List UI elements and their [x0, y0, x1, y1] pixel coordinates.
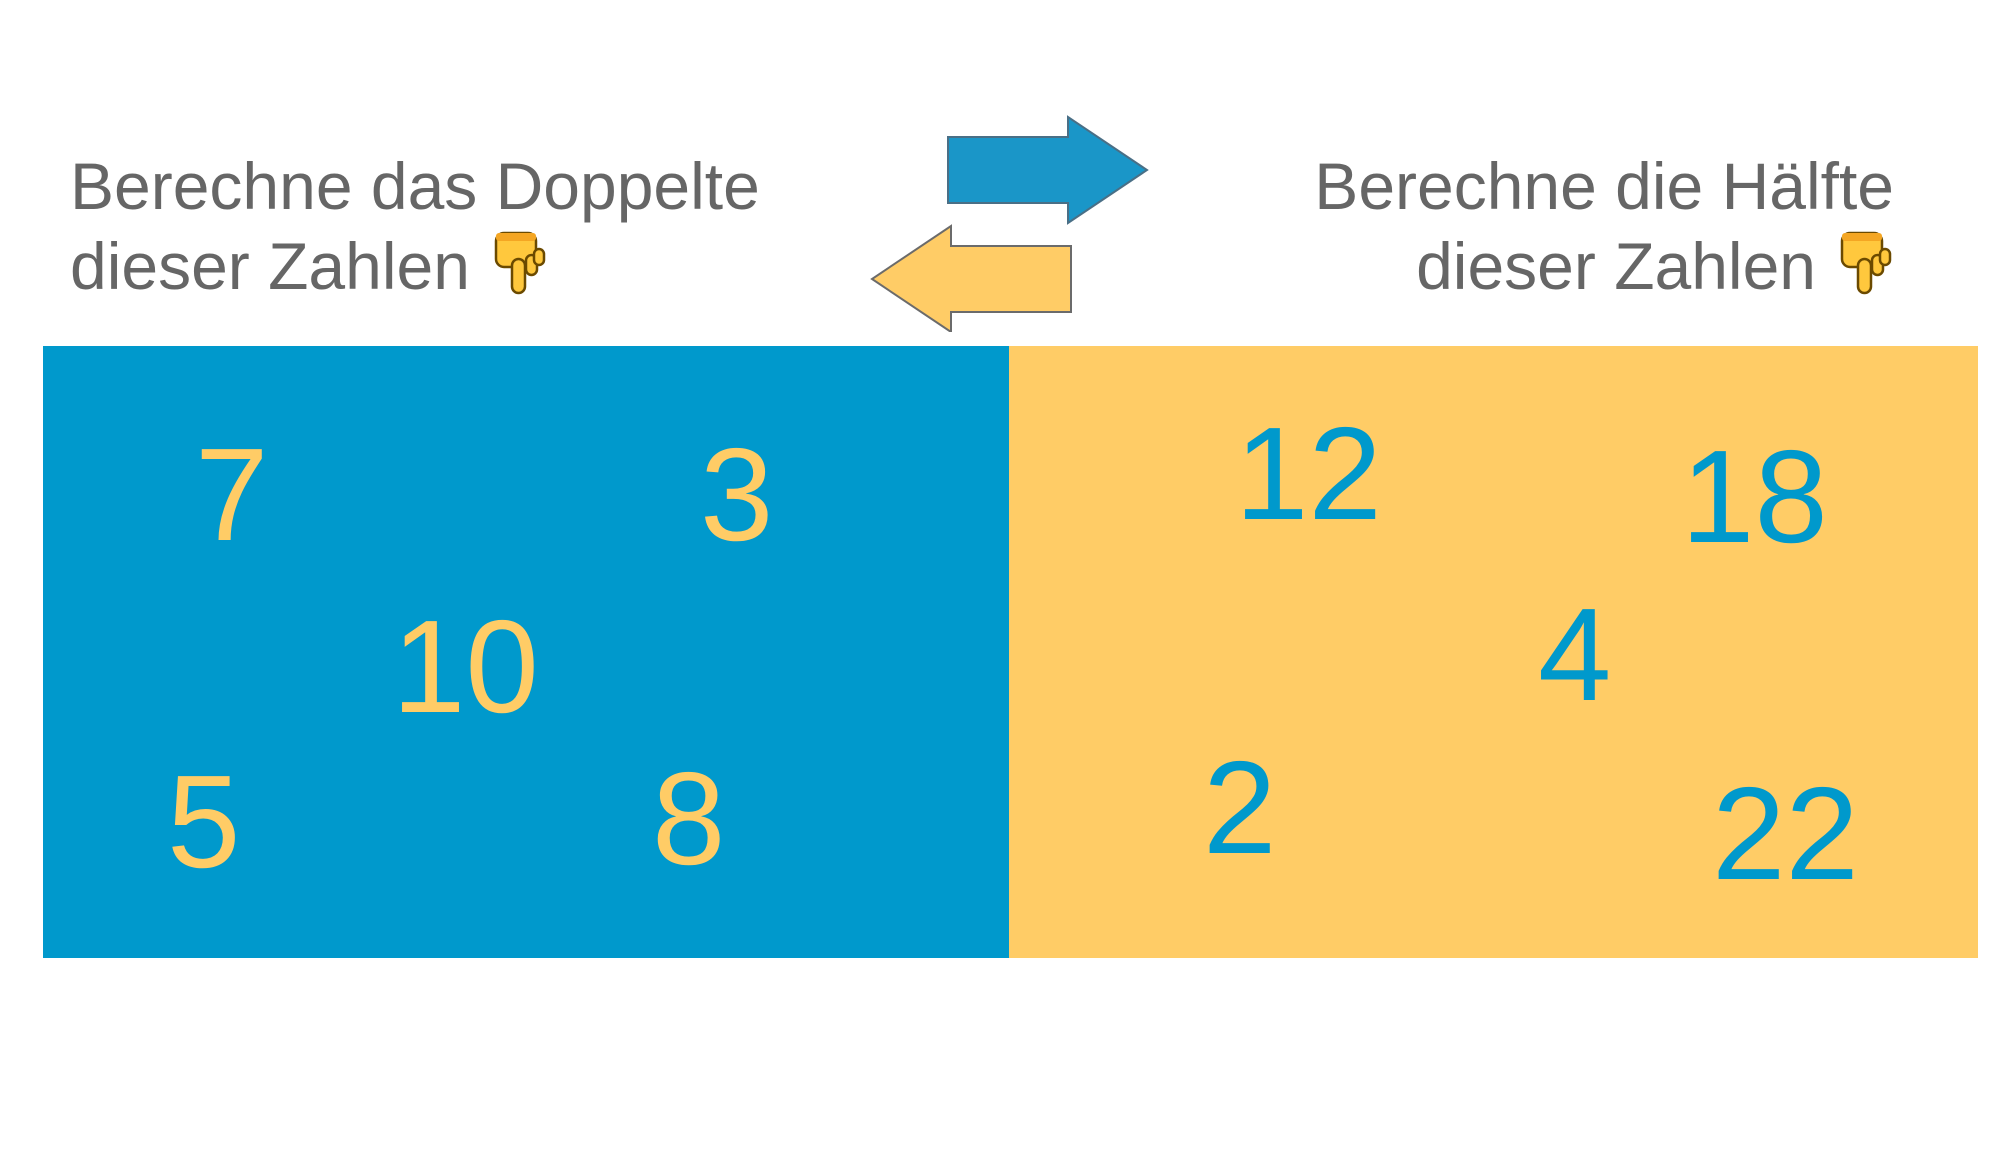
double-task-line2: dieser Zahlen [70, 229, 470, 303]
half-number: 2 [1203, 734, 1277, 881]
double-task-heading: Berechne das Doppelte dieser Zahlen [70, 146, 760, 306]
double-task-line2-wrap: dieser Zahlen [70, 226, 760, 306]
arrow-left-icon [870, 224, 1072, 332]
half-task-line2: dieser Zahlen [1416, 229, 1816, 303]
half-numbers-panel: 12 18 4 2 22 [1009, 346, 1978, 958]
double-number: 10 [392, 593, 539, 740]
half-task-line1: Berechne die Hälfte [1314, 149, 1894, 223]
double-number: 5 [167, 748, 241, 895]
backhand-index-pointing-down-icon [494, 231, 546, 295]
arrow-right-icon [947, 115, 1149, 225]
double-number: 7 [195, 421, 269, 568]
double-number: 3 [700, 421, 774, 568]
half-number: 4 [1538, 581, 1612, 728]
double-number: 8 [652, 745, 726, 892]
double-task-line1: Berechne das Doppelte [70, 149, 760, 223]
half-number: 12 [1235, 400, 1382, 547]
half-number: 22 [1712, 760, 1859, 907]
double-numbers-panel: 7 3 10 5 8 [43, 346, 1009, 958]
half-number: 18 [1681, 423, 1828, 570]
half-task-heading: Berechne die Hälfte dieser Zahlen [1314, 146, 1894, 306]
direction-arrows [870, 115, 1149, 332]
half-task-line2-wrap: dieser Zahlen [1314, 226, 1894, 306]
backhand-index-pointing-down-icon [1840, 231, 1892, 295]
